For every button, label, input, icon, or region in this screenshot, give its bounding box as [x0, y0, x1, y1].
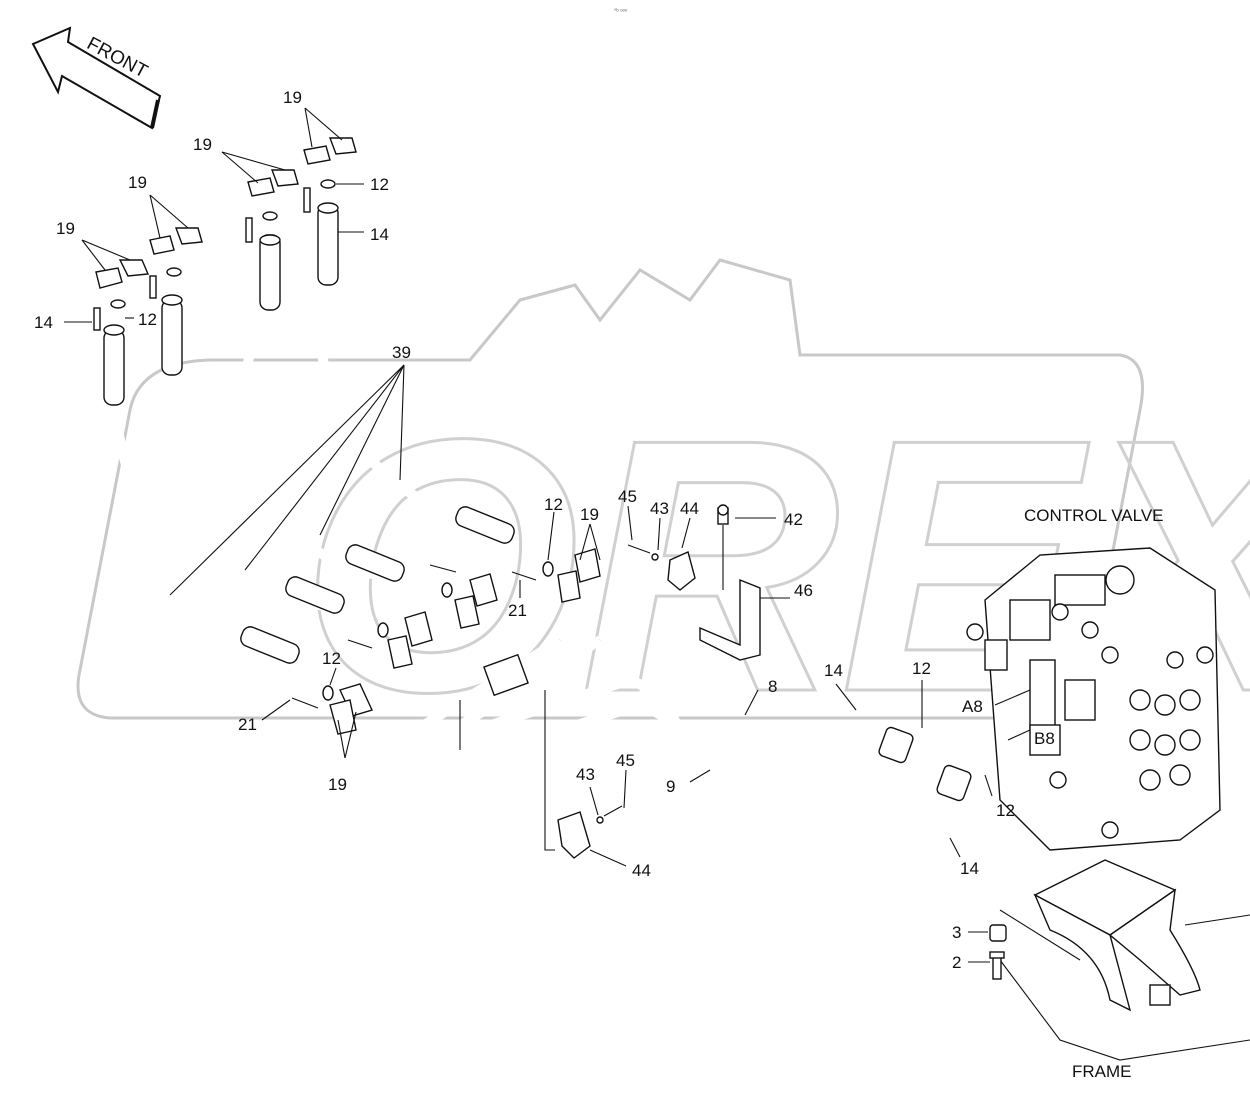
callout-12: 12: [912, 659, 931, 678]
callout-12: 12: [544, 495, 563, 514]
callout-44: 44: [680, 499, 699, 518]
front-arrow: FRONT: [31, 26, 162, 130]
callout-19: 19: [328, 775, 347, 794]
callout-45: 45: [616, 751, 635, 770]
callout-12: 12: [996, 801, 1015, 820]
callout-43: 43: [576, 765, 595, 784]
callout-9: 9: [666, 777, 675, 796]
port-b8-label: B8: [1034, 729, 1055, 748]
callout-43: 43: [650, 499, 669, 518]
callout-14: 14: [34, 313, 53, 332]
callout-21: 21: [508, 601, 527, 620]
steel-tubes: [387, 635, 972, 841]
callout-19: 19: [128, 173, 147, 192]
callout-3: 3: [952, 923, 961, 942]
bracket-46: [699, 504, 761, 661]
callouts: 19 19 19 19 12 14 14 12 39 12 45 43 44 1…: [34, 88, 1015, 972]
callout-14: 14: [370, 225, 389, 244]
callout-21: 21: [238, 715, 257, 734]
callout-12: 12: [322, 649, 341, 668]
control-valve: [966, 547, 1221, 851]
control-valve-caption: CONTROL VALVE: [1024, 506, 1164, 525]
callout-42: 42: [784, 510, 803, 529]
callout-19: 19: [283, 88, 302, 107]
callout-45: 45: [618, 487, 637, 506]
frame-caption: FRAME: [1072, 1062, 1132, 1081]
callout-12: 12: [370, 175, 389, 194]
leader-lines: [64, 107, 1031, 963]
callout-19: 19: [580, 505, 599, 524]
clamps-44: [557, 544, 696, 859]
callout-44: 44: [632, 861, 651, 880]
callout-46: 46: [794, 581, 813, 600]
callout-2: 2: [952, 953, 961, 972]
flange-halves-upper: [93, 137, 357, 331]
callout-19: 19: [193, 135, 212, 154]
callout-19: 19: [56, 219, 75, 238]
header-mark: °ᵇ ᵒᵒᵒ: [614, 8, 628, 15]
callout-14: 14: [960, 859, 979, 878]
callout-8: 8: [768, 677, 777, 696]
frame: [989, 859, 1250, 1061]
callout-14: 14: [824, 661, 843, 680]
callout-12: 12: [138, 310, 157, 329]
port-a8-label: A8: [962, 697, 983, 716]
callout-39: 39: [392, 343, 411, 362]
hose-fittings: [103, 202, 515, 664]
